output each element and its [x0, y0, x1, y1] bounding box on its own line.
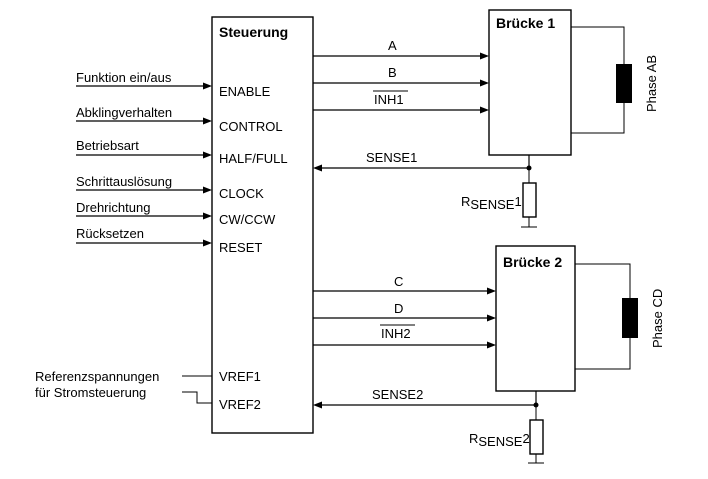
signal-c-arrowhead — [487, 287, 496, 295]
pin-reset: RESET — [219, 240, 262, 255]
pin-enable: ENABLE — [219, 84, 271, 99]
input-label-half-full: Betriebsart — [76, 138, 139, 153]
signal-inh2-arrowhead — [487, 341, 496, 349]
signal-inh2-label: INH2 — [381, 326, 411, 341]
rsense2-suffix: 2 — [522, 431, 529, 446]
pin-clock: CLOCK — [219, 186, 264, 201]
controller-block — [211, 16, 314, 434]
bridge2-title: Brücke 2 — [503, 254, 562, 270]
input-label-enable: Funktion ein/aus — [76, 70, 172, 85]
input-arrowhead-clock — [203, 186, 212, 194]
rsense1-suffix: 1 — [514, 194, 521, 209]
sense1-line — [320, 155, 530, 169]
rsense2-resistor — [529, 419, 544, 455]
input-arrowhead-cw-ccw — [203, 212, 212, 220]
signal-d-arrowhead — [487, 314, 496, 322]
sense1-arrowhead — [313, 164, 322, 172]
rsense2-label: RSENSE2 — [469, 431, 530, 449]
signal-a-arrowhead — [480, 52, 489, 60]
signal-c-label: C — [394, 274, 403, 289]
rsense2-r: R — [469, 431, 478, 446]
bridge1-block — [488, 9, 572, 156]
input-arrowhead-enable — [203, 82, 212, 90]
phase-cd-coil — [622, 298, 638, 338]
signal-inh1-arrowhead — [480, 106, 489, 114]
input-label-control: Abklingverhalten — [76, 105, 172, 120]
signal-a-label: A — [388, 38, 397, 53]
sense2-label: SENSE2 — [372, 387, 423, 402]
bridge1-title: Brücke 1 — [496, 15, 555, 31]
phase-cd-label: Phase CD — [650, 289, 665, 348]
sense2-arrowhead — [313, 401, 322, 409]
phase-ab-label: Phase AB — [644, 55, 659, 112]
input-label-reset: Rücksetzen — [76, 226, 144, 241]
signal-b-label: B — [388, 65, 397, 80]
pin-cw-ccw: CW/CCW — [219, 212, 276, 227]
rsense1-label: RSENSE1 — [461, 194, 522, 212]
sense1-label: SENSE1 — [366, 150, 417, 165]
bridge2-block — [495, 245, 576, 392]
signal-d-label: D — [394, 301, 403, 316]
pin-half-full: HALF/FULL — [219, 151, 288, 166]
controller-title: Steuerung — [219, 24, 288, 40]
pin-vref2: VREF2 — [219, 397, 261, 412]
pin-control: CONTROL — [219, 119, 283, 134]
input-label-clock: Schrittauslösung — [76, 174, 172, 189]
rsense1-resistor — [522, 182, 537, 218]
phase-ab-coil — [616, 64, 632, 103]
input-label-vref-line2: für Stromsteuerung — [35, 385, 146, 400]
rsense1-r: R — [461, 194, 470, 209]
input-label-cw-ccw: Drehrichtung — [76, 200, 150, 215]
rsense1-sub: SENSE — [470, 197, 514, 212]
signal-inh1-label: INH1 — [374, 92, 404, 107]
input-arrowhead-reset — [203, 239, 212, 247]
vref2-line — [182, 391, 212, 404]
input-arrowhead-control — [203, 117, 212, 125]
pin-vref1: VREF1 — [219, 369, 261, 384]
rsense2-sub: SENSE — [478, 434, 522, 449]
input-label-vref-line1: Referenzspannungen — [35, 369, 159, 384]
input-arrowhead-half-full — [203, 151, 212, 159]
signal-b-arrowhead — [480, 79, 489, 87]
phase-cd-wire — [575, 263, 631, 370]
sense2-line — [320, 391, 537, 406]
